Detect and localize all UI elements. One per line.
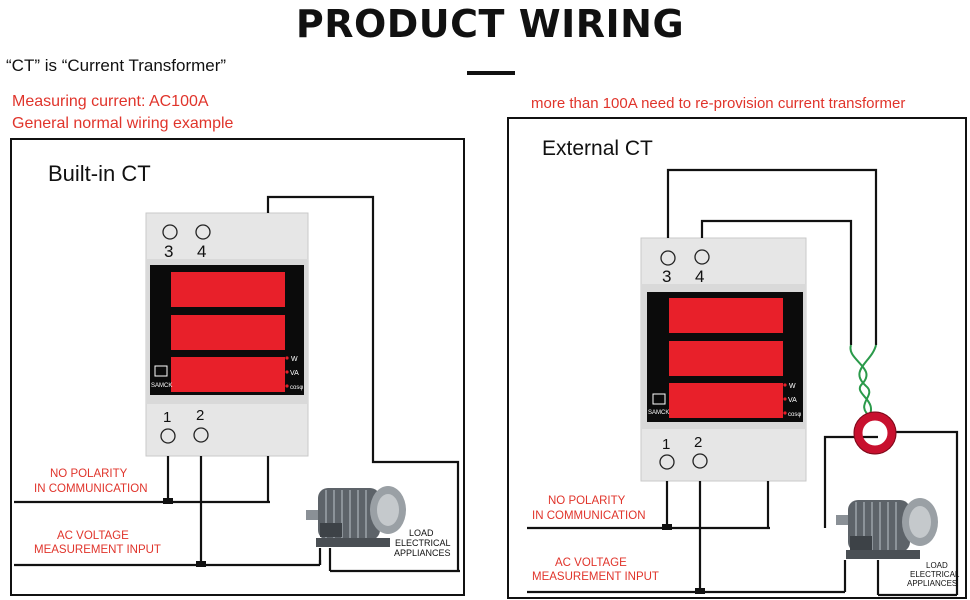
right-indicator-cos: cosφ: [788, 412, 801, 418]
left-brand-label: SAMCK: [151, 383, 172, 389]
right-terminal-2-screw: [692, 453, 708, 469]
left-terminal-1-screw: [160, 428, 176, 444]
left-indicator-cos: cosφ: [290, 385, 303, 391]
right-motor-icon: [836, 498, 938, 559]
left-terminal-4-label: 4: [197, 242, 206, 261]
left-label-voltage-2: MEASUREMENT INPUT: [34, 544, 161, 556]
left-terminal-2-screw: [193, 427, 209, 443]
right-energy-meter: 3 4 SAMCK W VA cosφ 1 2: [640, 237, 807, 482]
left-energy-meter: 3 4 SAMCK W VA cosφ 1 2: [145, 212, 309, 457]
current-transformer-icon: [849, 344, 897, 455]
left-caption-line2: General normal wiring example: [12, 115, 234, 132]
left-indicator-w: W: [291, 356, 298, 363]
left-terminal-2-label: 2: [196, 407, 204, 424]
left-wires: [14, 195, 460, 573]
right-display-row-3: [669, 383, 783, 418]
left-terminal-3-label: 3: [164, 242, 173, 261]
left-load-label-1: LOAD: [409, 528, 434, 538]
left-load-label-2: ELECTRICAL: [395, 538, 451, 548]
right-label-voltage-2: MEASUREMENT INPUT: [532, 571, 659, 583]
right-load-label-2: ELECTRICAL: [910, 570, 960, 579]
right-indicator-w: W: [789, 383, 796, 390]
left-label-voltage-1: AC VOLTAGE: [57, 530, 129, 542]
right-wires: [527, 168, 959, 597]
left-caption-line1: Measuring current: AC100A: [12, 93, 209, 110]
left-display-row-3: [171, 357, 285, 392]
left-panel-frame: [10, 138, 465, 596]
right-label-polarity-2: IN COMMUNICATION: [532, 510, 646, 522]
title-underline: [467, 71, 515, 75]
left-indicator-va: VA: [290, 370, 299, 377]
right-panel-frame: [507, 117, 967, 599]
right-button-icon: [652, 393, 666, 405]
left-load-label-3: APPLIANCES: [394, 548, 451, 558]
right-indicator-va: VA: [788, 397, 797, 404]
right-caption: more than 100A need to re-provision curr…: [531, 95, 906, 112]
left-panel: Built-in CT 3 4 SAMCK W VA c: [10, 138, 465, 596]
left-label-polarity-1: NO POLARITY: [50, 468, 128, 480]
right-terminal-4-label: 4: [695, 267, 704, 286]
right-terminal-3-label: 3: [662, 267, 671, 286]
left-panel-title: Built-in CT: [48, 161, 151, 186]
right-terminal-2-label: 2: [694, 434, 702, 451]
right-display-row-1: [669, 298, 783, 333]
left-button-icon: [154, 365, 168, 377]
left-display-row-2: [171, 315, 285, 350]
right-terminal-3-screw: [660, 250, 676, 266]
right-brand-label: SAMCK: [648, 410, 669, 416]
right-display-row-2: [669, 341, 783, 376]
left-terminal-3-screw: [162, 224, 178, 240]
right-panel: External CT 3 4 SAMCK W VA c: [507, 117, 967, 599]
right-load-label-1: LOAD: [926, 561, 948, 570]
right-label-polarity-1: NO POLARITY: [548, 495, 626, 507]
left-motor-icon: [306, 486, 406, 547]
right-load-label-3: APPLIANCES: [907, 579, 957, 588]
left-terminal-1-label: 1: [163, 409, 171, 426]
right-panel-title: External CT: [542, 137, 653, 160]
ct-definition-note: “CT” is “Current Transformer”: [6, 56, 227, 75]
left-display-row-1: [171, 272, 285, 307]
right-label-voltage-1: AC VOLTAGE: [555, 557, 627, 569]
right-terminal-1-screw: [659, 454, 675, 470]
left-terminal-4-screw: [195, 224, 211, 240]
left-label-polarity-2: IN COMMUNICATION: [34, 483, 148, 495]
right-terminal-1-label: 1: [662, 436, 670, 453]
page-title: PRODUCT WIRING: [295, 2, 685, 46]
right-terminal-4-screw: [694, 249, 710, 265]
